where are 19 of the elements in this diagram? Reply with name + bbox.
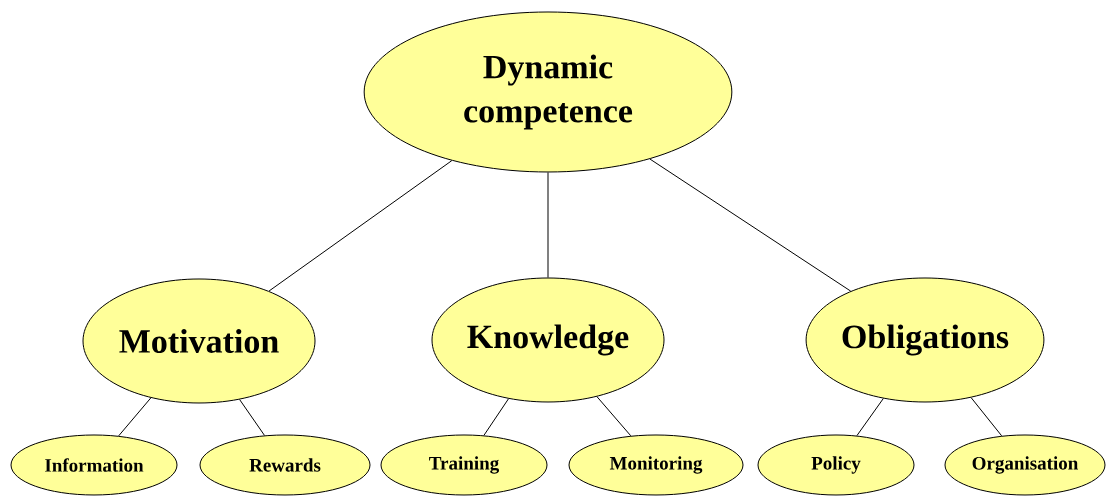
ellipse-node: Dynamic competence (363, 11, 733, 173)
connector-line (649, 158, 852, 292)
connector-line (118, 397, 152, 437)
ellipse-node: Obligations (805, 277, 1045, 403)
ellipse-node: Knowledge (431, 277, 665, 403)
connector-line (268, 160, 453, 292)
ellipse-node: Policy (757, 434, 915, 496)
ellipse-node: Training (380, 434, 548, 496)
connector-line (970, 397, 1003, 437)
ellipse-node: Information (10, 434, 178, 496)
ellipse-node: Rewards (199, 434, 371, 496)
connector-line (483, 398, 509, 436)
ellipse-node: Motivation (82, 278, 316, 404)
ellipse-node: Organisation (944, 434, 1106, 496)
connector-line (547, 172, 549, 278)
connector-line (856, 398, 884, 437)
connector-line (239, 399, 265, 436)
connector-line (596, 396, 632, 437)
ellipse-node: Monitoring (568, 434, 744, 496)
